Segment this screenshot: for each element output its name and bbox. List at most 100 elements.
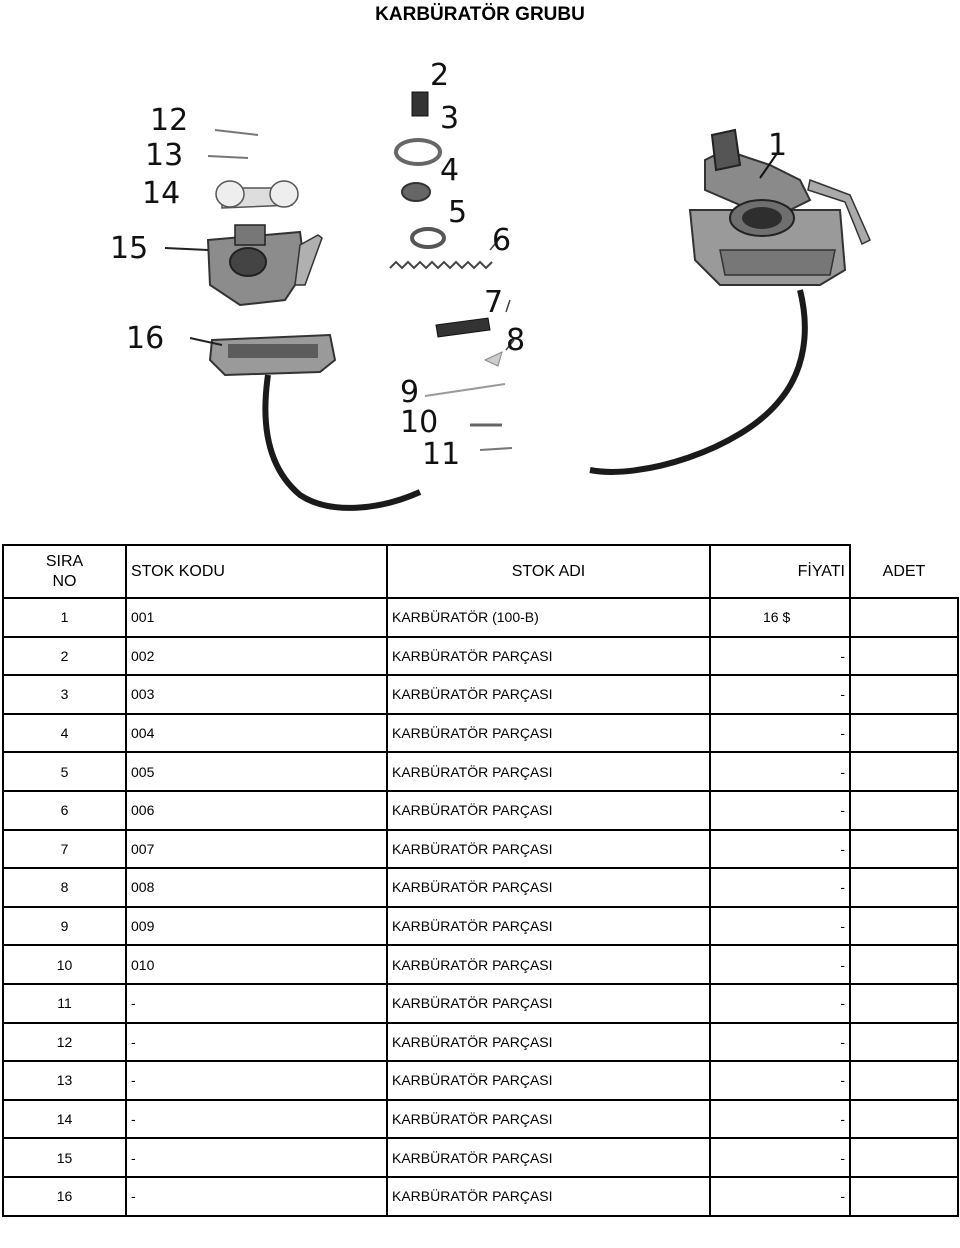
row-adet — [849, 1175, 959, 1217]
row-fiyati: - — [709, 828, 851, 870]
row-adet — [849, 712, 959, 754]
row-sira-no: 1 — [2, 597, 127, 638]
row-stok-kodu: 004 — [125, 712, 388, 754]
header-adet: ADET — [849, 545, 958, 599]
header-stok-kodu: STOK KODU — [125, 544, 388, 599]
row-fiyati: - — [709, 1098, 851, 1140]
table-row: 11-KARBÜRATÖR PARÇASI- — [2, 982, 959, 1024]
row-sira-no: 3 — [2, 674, 127, 715]
row-adet — [849, 1137, 959, 1178]
page-title: KARBÜRATÖR GRUBU — [375, 4, 585, 25]
row-stok-adi: KARBÜRATÖR PARÇASI — [386, 1060, 711, 1101]
row-adet — [849, 982, 959, 1024]
row-adet — [849, 674, 959, 715]
callout-14: 14 — [142, 176, 180, 211]
carburetor-assembly-illustration — [589, 128, 871, 475]
row-stok-adi: KARBÜRATÖR PARÇASI — [386, 944, 711, 985]
row-fiyati: - — [709, 1137, 851, 1178]
row-sira-no: 4 — [2, 712, 127, 754]
row-stok-kodu: - — [125, 1060, 388, 1101]
small-parts-illustration — [389, 91, 515, 451]
table-row: 12-KARBÜRATÖR PARÇASI- — [2, 1021, 959, 1063]
row-sira-no: 8 — [2, 867, 127, 908]
row-adet — [849, 1021, 959, 1063]
callout-1: 1 — [768, 128, 787, 163]
callout-7: 7 — [484, 285, 503, 320]
row-stok-adi: KARBÜRATÖR PARÇASI — [386, 1137, 711, 1178]
row-fiyati: - — [709, 712, 851, 754]
row-stok-kodu: 007 — [125, 828, 388, 870]
row-stok-kodu: 001 — [125, 597, 388, 638]
row-stok-kodu: 008 — [125, 867, 388, 908]
row-stok-adi: KARBÜRATÖR PARÇASI — [386, 1021, 711, 1063]
row-fiyati: - — [709, 751, 851, 792]
row-sira-no: 16 — [2, 1175, 127, 1217]
callout-9: 9 — [400, 375, 419, 410]
row-stok-adi: KARBÜRATÖR (100-B) — [386, 597, 711, 638]
row-stok-kodu: - — [125, 1137, 388, 1178]
row-stok-adi: KARBÜRATÖR PARÇASI — [386, 789, 711, 831]
row-stok-kodu: 009 — [125, 905, 388, 947]
callout-8: 8 — [506, 323, 525, 358]
row-stok-adi: KARBÜRATÖR PARÇASI — [386, 751, 711, 792]
callout-5: 5 — [448, 195, 467, 230]
row-stok-adi: KARBÜRATÖR PARÇASI — [386, 982, 711, 1024]
row-adet — [849, 789, 959, 831]
row-stok-kodu: 010 — [125, 944, 388, 985]
row-stok-kodu: 002 — [125, 635, 388, 677]
row-fiyati: - — [709, 635, 851, 677]
row-stok-adi: KARBÜRATÖR PARÇASI — [386, 712, 711, 754]
row-sira-no: 6 — [2, 789, 127, 831]
table-row: 14-KARBÜRATÖR PARÇASI- — [2, 1098, 959, 1140]
row-stok-adi: KARBÜRATÖR PARÇASI — [386, 1098, 711, 1140]
row-sira-no: 10 — [2, 944, 127, 985]
row-adet — [849, 1060, 959, 1101]
row-sira-no: 12 — [2, 1021, 127, 1063]
row-sira-no: 11 — [2, 982, 127, 1024]
row-sira-no: 2 — [2, 635, 127, 677]
callout-10: 10 — [400, 405, 438, 440]
row-stok-kodu: 003 — [125, 674, 388, 715]
row-stok-adi: KARBÜRATÖR PARÇASI — [386, 1175, 711, 1217]
table-row: 13-KARBÜRATÖR PARÇASI- — [2, 1060, 959, 1101]
row-fiyati: - — [709, 982, 851, 1024]
callout-11: 11 — [422, 437, 460, 472]
row-sira-no: 9 — [2, 905, 127, 947]
carburetor-body-illustration — [164, 129, 422, 511]
row-stok-kodu: - — [125, 1098, 388, 1140]
row-stok-adi: KARBÜRATÖR PARÇASI — [386, 867, 711, 908]
row-fiyati: - — [709, 867, 851, 908]
row-adet — [849, 867, 959, 908]
exploded-parts-diagram: 1 2 3 4 5 6 7 8 9 10 11 12 13 14 15 16 — [110, 58, 871, 511]
row-stok-adi: KARBÜRATÖR PARÇASI — [386, 905, 711, 947]
row-fiyati: 16 $ — [709, 597, 851, 638]
callout-2: 2 — [430, 58, 449, 93]
row-sira-no: 5 — [2, 751, 127, 792]
table-row: 16-KARBÜRATÖR PARÇASI- — [2, 1175, 959, 1217]
row-adet — [849, 751, 959, 792]
row-fiyati: - — [709, 1060, 851, 1101]
row-adet — [849, 905, 959, 947]
row-sira-no: 14 — [2, 1098, 127, 1140]
callout-12: 12 — [150, 103, 188, 138]
row-adet — [849, 597, 959, 638]
row-stok-kodu: - — [125, 982, 388, 1024]
row-sira-no: 15 — [2, 1137, 127, 1178]
row-sira-no: 13 — [2, 1060, 127, 1101]
row-stok-adi: KARBÜRATÖR PARÇASI — [386, 674, 711, 715]
row-stok-kodu: - — [125, 1021, 388, 1063]
row-fiyati: - — [709, 944, 851, 985]
row-fiyati: - — [709, 674, 851, 715]
row-stok-adi: KARBÜRATÖR PARÇASI — [386, 828, 711, 870]
row-fiyati: - — [709, 789, 851, 831]
